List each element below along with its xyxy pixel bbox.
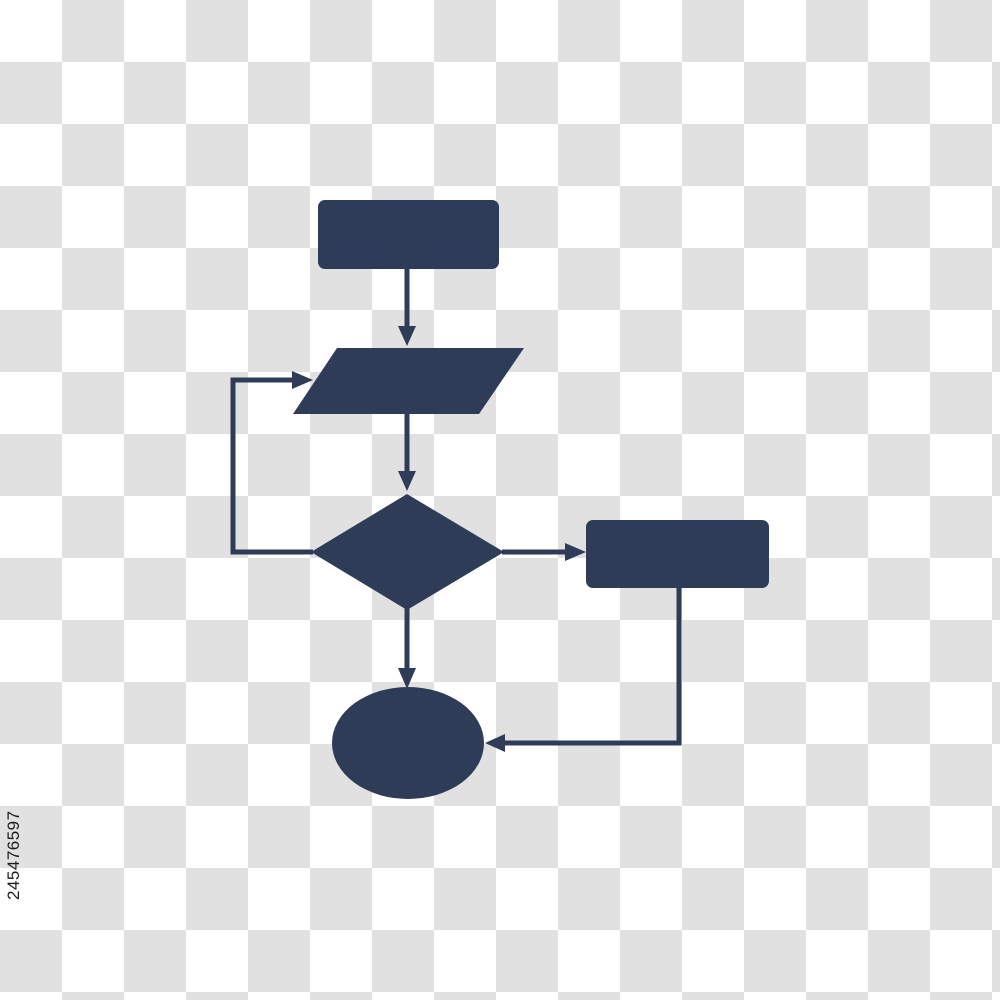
process-box: [586, 520, 769, 588]
connector-input-to-decision: [398, 414, 416, 491]
decision-diamond: [311, 494, 504, 610]
end-ellipse: [332, 687, 484, 799]
connector-decision-to-end: [398, 608, 416, 689]
input-parallelogram: [293, 348, 524, 414]
connector-process-to-end: [485, 588, 682, 752]
connector-start-to-input: [398, 269, 416, 346]
connector-loop-back: [230, 371, 313, 555]
start-box: [318, 200, 499, 269]
connector-decision-to-process: [502, 543, 586, 561]
watermark-image-id: 245476597: [4, 810, 23, 900]
